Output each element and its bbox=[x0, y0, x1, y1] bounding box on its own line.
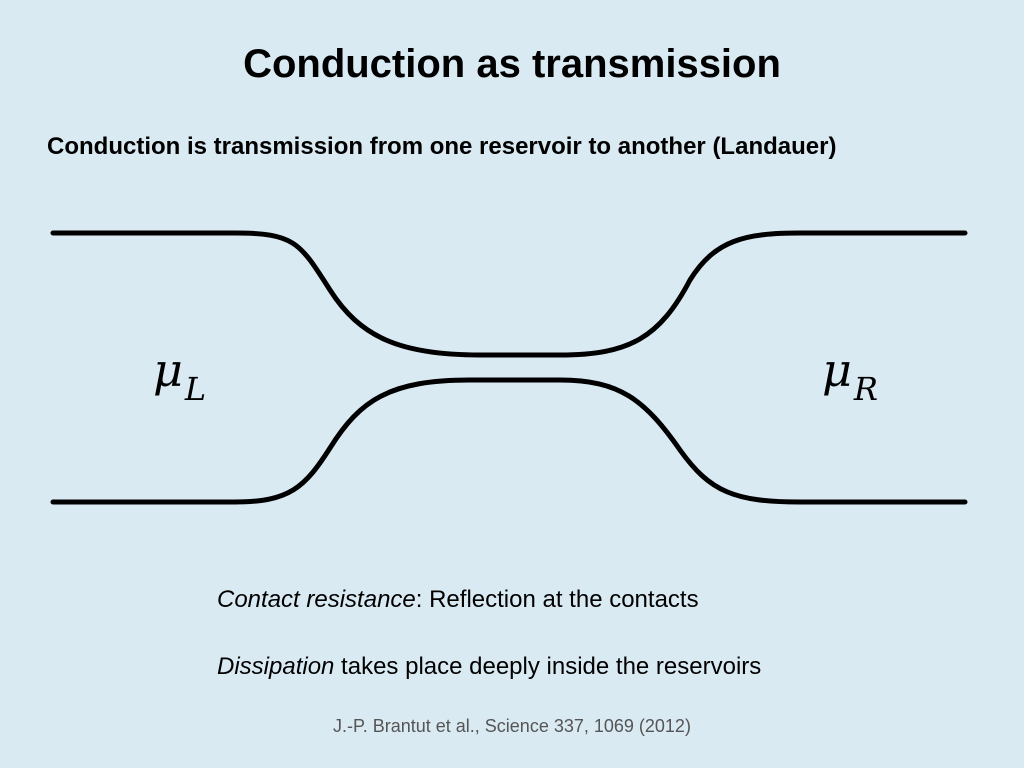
upper-channel-boundary bbox=[50, 230, 968, 358]
mu-subscript: L bbox=[184, 370, 207, 408]
mu-subscript: R bbox=[853, 370, 878, 408]
citation: J.-P. Brantut et al., Science 337, 1069 … bbox=[333, 716, 691, 736]
slide-subtitle: Conduction is transmission from one rese… bbox=[47, 133, 837, 160]
note-text: : Reflection at the contacts bbox=[415, 586, 699, 613]
mu-symbol: μ bbox=[822, 343, 852, 397]
right-reservoir-chemical-potential: μR bbox=[822, 345, 878, 414]
mu-symbol: μ bbox=[153, 343, 183, 397]
note-text: takes place deeply inside the reservoirs bbox=[334, 653, 762, 680]
contact-resistance-note: Contact resistance: Reflection at the co… bbox=[217, 585, 699, 615]
note-emphasis: Dissipation bbox=[217, 653, 335, 680]
dissipation-note: Dissipation takes place deeply inside th… bbox=[217, 652, 761, 682]
left-reservoir-chemical-potential: μL bbox=[153, 345, 206, 414]
lower-channel-boundary bbox=[50, 377, 968, 505]
note-emphasis: Contact resistance bbox=[217, 586, 416, 613]
slide-title: Conduction as transmission bbox=[243, 42, 781, 86]
